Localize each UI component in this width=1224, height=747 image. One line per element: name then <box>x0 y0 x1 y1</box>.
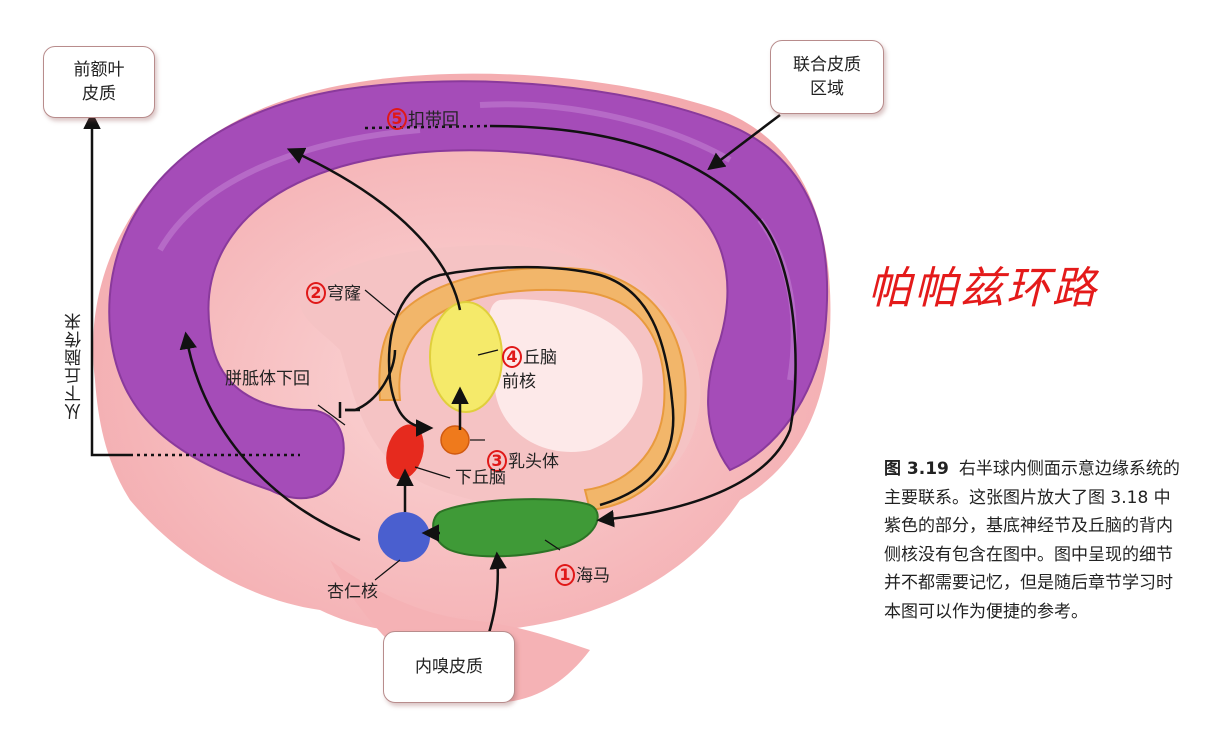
association-cortex-box: 联合皮质 区域 <box>770 40 884 114</box>
amygdala-label: 杏仁核 <box>327 582 378 602</box>
hippocampus-shape <box>432 498 599 558</box>
cingulate-gyrus-text: 扣带回 <box>408 110 459 130</box>
mammillary-body-text: 乳头体 <box>508 452 559 472</box>
amygdala-shape <box>378 512 430 562</box>
anterior-thalamic-nucleus-text: 丘脑 前核 <box>502 348 557 392</box>
entorhinal-cortex-box: 内嗅皮质 <box>383 631 515 703</box>
caption-text: 右半球内侧面示意边缘系统的主要联系。这张图片放大了图 3.18 中紫色的部分，基… <box>884 459 1180 622</box>
hypothalamus-shape <box>386 424 424 480</box>
handwritten-title: 帕帕兹环路 <box>868 263 1098 314</box>
number-4-badge: 4 <box>502 346 522 368</box>
prefrontal-cortex-box: 前额叶 皮质 <box>43 46 155 118</box>
number-2-badge: 2 <box>306 282 326 304</box>
number-3-badge: 3 <box>487 450 507 472</box>
hippocampus-text: 海马 <box>576 566 610 586</box>
subcallosal-gyrus-label: 胼胝体下回 <box>225 369 310 389</box>
figure-number: 图 3.19 <box>884 459 949 479</box>
fornix-ring <box>378 266 687 512</box>
anterior-thalamic-nucleus-shape <box>429 301 503 413</box>
number-1-badge: 1 <box>555 564 575 586</box>
hypothalamus-label: 下丘脑 <box>455 468 506 488</box>
from-hypothalamus-label: 从下丘脑传来 <box>65 312 85 420</box>
cingulate-gyrus-shape <box>108 80 829 500</box>
fornix-text: 穹窿 <box>327 284 361 304</box>
thalamus-inner <box>488 299 643 452</box>
mammillary-body-shape <box>440 425 470 455</box>
number-5-badge: 5 <box>387 108 407 130</box>
